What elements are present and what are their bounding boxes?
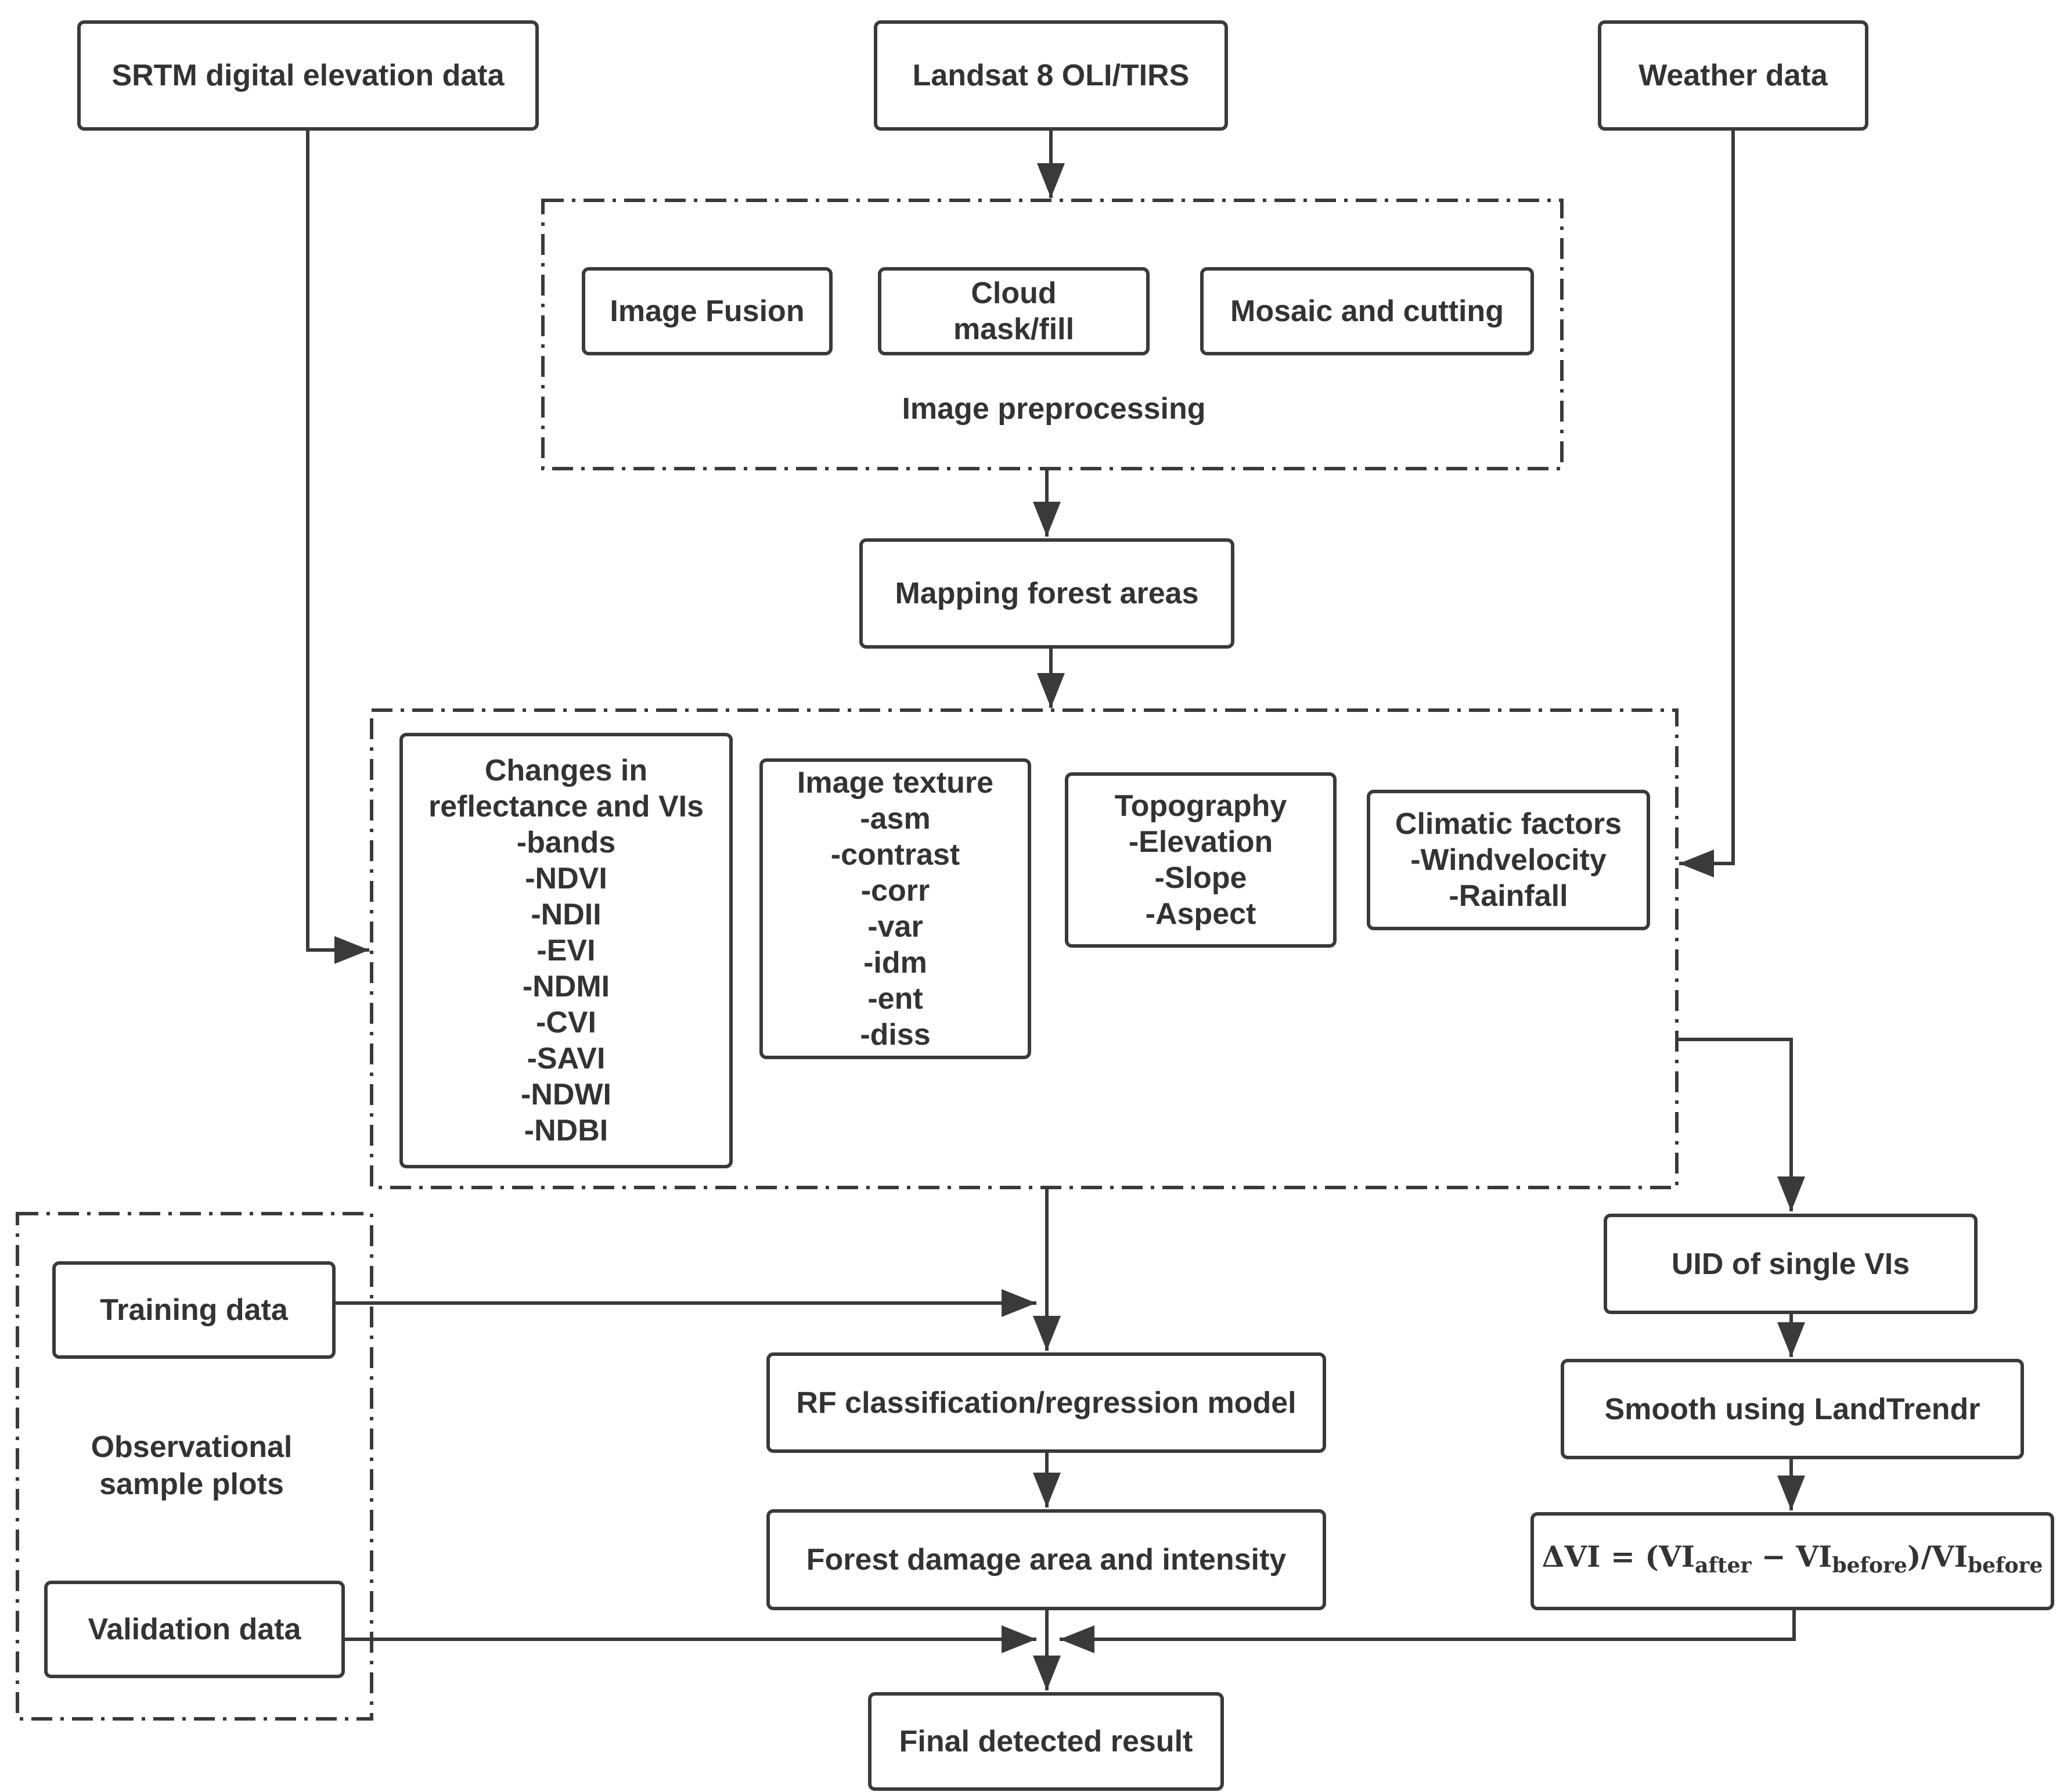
final-result-box: Final detected result	[868, 1692, 1224, 1791]
damage-label: Forest damage area and intensity	[806, 1543, 1287, 1577]
formula-eq: =	[1610, 1539, 1635, 1574]
climate-item: -Rainfall	[1449, 879, 1568, 913]
formula-sub-after: after	[1695, 1553, 1752, 1578]
vis-item: -NDMI	[522, 970, 610, 1003]
arrow-srtm-to-features	[306, 131, 369, 964]
mapping-label: Mapping forest areas	[895, 577, 1199, 610]
texture-item: -corr	[860, 874, 930, 908]
rf-model-label: RF classification/regression model	[796, 1386, 1296, 1420]
vis-item: -SAVI	[527, 1042, 606, 1075]
vis-item: -NDWI	[521, 1078, 611, 1111]
climate-title: Climatic factors	[1395, 807, 1622, 841]
landsat-box: Landsat 8 OLI/TIRS	[874, 20, 1228, 131]
delta-vi-formula: ΔVI = (VIafter − VIbefore)/VIbefore	[1542, 1539, 2043, 1584]
samples-group-label: Observational sample plots	[35, 1428, 348, 1503]
cloud-mask-label-line1: Cloud	[971, 276, 1057, 310]
training-box: Training data	[52, 1261, 336, 1359]
vis-item: -NDII	[531, 898, 602, 931]
arrow-weather-to-features	[1679, 131, 1735, 877]
smooth-box: Smooth using LandTrendr	[1561, 1359, 2024, 1459]
srtm-label: SRTM digital elevation data	[111, 59, 505, 92]
texture-item: -asm	[860, 802, 931, 836]
formula-vi-before: VI	[1796, 1539, 1832, 1574]
vis-box: Changes in reflectance and VIs -bands -N…	[399, 733, 733, 1168]
formula-close: )/	[1907, 1539, 1932, 1574]
formula-delta: ΔVI	[1542, 1539, 1601, 1574]
features-group-border	[370, 708, 1679, 1189]
texture-title: Image texture	[797, 766, 994, 800]
uid-box: UID of single VIs	[1604, 1214, 1978, 1314]
topography-title: Topography	[1114, 789, 1287, 823]
vis-item: -CVI	[536, 1006, 596, 1039]
formula-minus: −	[1761, 1539, 1786, 1574]
preprocessing-group-border	[541, 199, 1564, 470]
vis-title-line2: reflectance and VIs	[428, 790, 704, 823]
mapping-box: Mapping forest areas	[859, 538, 1234, 649]
formula-open: (	[1645, 1539, 1659, 1574]
rf-model-box: RF classification/regression model	[766, 1352, 1326, 1453]
final-result-label: Final detected result	[899, 1725, 1193, 1758]
mosaic-box: Mosaic and cutting	[1200, 267, 1534, 355]
vis-item: -EVI	[536, 934, 596, 967]
vis-item: -bands	[516, 826, 616, 859]
topography-box: Topography -Elevation -Slope -Aspect	[1065, 772, 1337, 948]
vis-item: -NDVI	[525, 862, 607, 895]
arrow-features-to-uid	[1677, 1038, 1805, 1211]
validation-box: Validation data	[44, 1581, 345, 1678]
formula-vi-before2: VI	[1931, 1539, 1968, 1574]
topography-item: -Elevation	[1128, 825, 1273, 859]
texture-item: -ent	[867, 982, 923, 1016]
samples-group-label-line1: Observational	[91, 1430, 293, 1464]
texture-item: -idm	[863, 946, 927, 980]
uid-label: UID of single VIs	[1671, 1247, 1910, 1281]
climate-box: Climatic factors -Windvelocity -Rainfall	[1367, 790, 1650, 930]
arrow-formula-to-final	[1060, 1610, 1796, 1653]
weather-box: Weather data	[1598, 20, 1868, 131]
smooth-label: Smooth using LandTrendr	[1604, 1392, 1980, 1426]
image-fusion-box: Image Fusion	[582, 267, 833, 355]
texture-box: Image texture -asm -contrast -corr -var …	[759, 758, 1031, 1059]
damage-box: Forest damage area and intensity	[766, 1509, 1326, 1610]
formula-vi-after: VI	[1658, 1539, 1695, 1574]
texture-item: -contrast	[830, 838, 960, 872]
image-fusion-label: Image Fusion	[610, 294, 805, 328]
climate-item: -Windvelocity	[1410, 843, 1607, 877]
cloud-mask-box: Cloud mask/fill	[878, 267, 1150, 355]
landsat-label: Landsat 8 OLI/TIRS	[912, 59, 1190, 92]
samples-group-border	[16, 1212, 373, 1721]
delta-vi-formula-box: ΔVI = (VIafter − VIbefore)/VIbefore	[1530, 1512, 2054, 1610]
vis-item: -NDBI	[524, 1114, 608, 1147]
formula-sub-before: before	[1832, 1553, 1907, 1578]
mosaic-label: Mosaic and cutting	[1230, 294, 1504, 328]
training-label: Training data	[100, 1293, 288, 1327]
preprocessing-group-label: Image preprocessing	[902, 392, 1206, 426]
weather-label: Weather data	[1638, 59, 1828, 92]
srtm-box: SRTM digital elevation data	[77, 20, 539, 131]
validation-label: Validation data	[88, 1613, 301, 1646]
topography-item: -Aspect	[1145, 897, 1256, 931]
samples-group-label-line2: sample plots	[99, 1467, 284, 1501]
cloud-mask-label-line2: mask/fill	[953, 312, 1075, 346]
vis-title-line1: Changes in	[484, 754, 648, 787]
texture-item: -diss	[860, 1018, 931, 1052]
topography-item: -Slope	[1154, 861, 1247, 895]
formula-sub-before2: before	[1967, 1553, 2043, 1578]
texture-item: -var	[867, 910, 923, 944]
